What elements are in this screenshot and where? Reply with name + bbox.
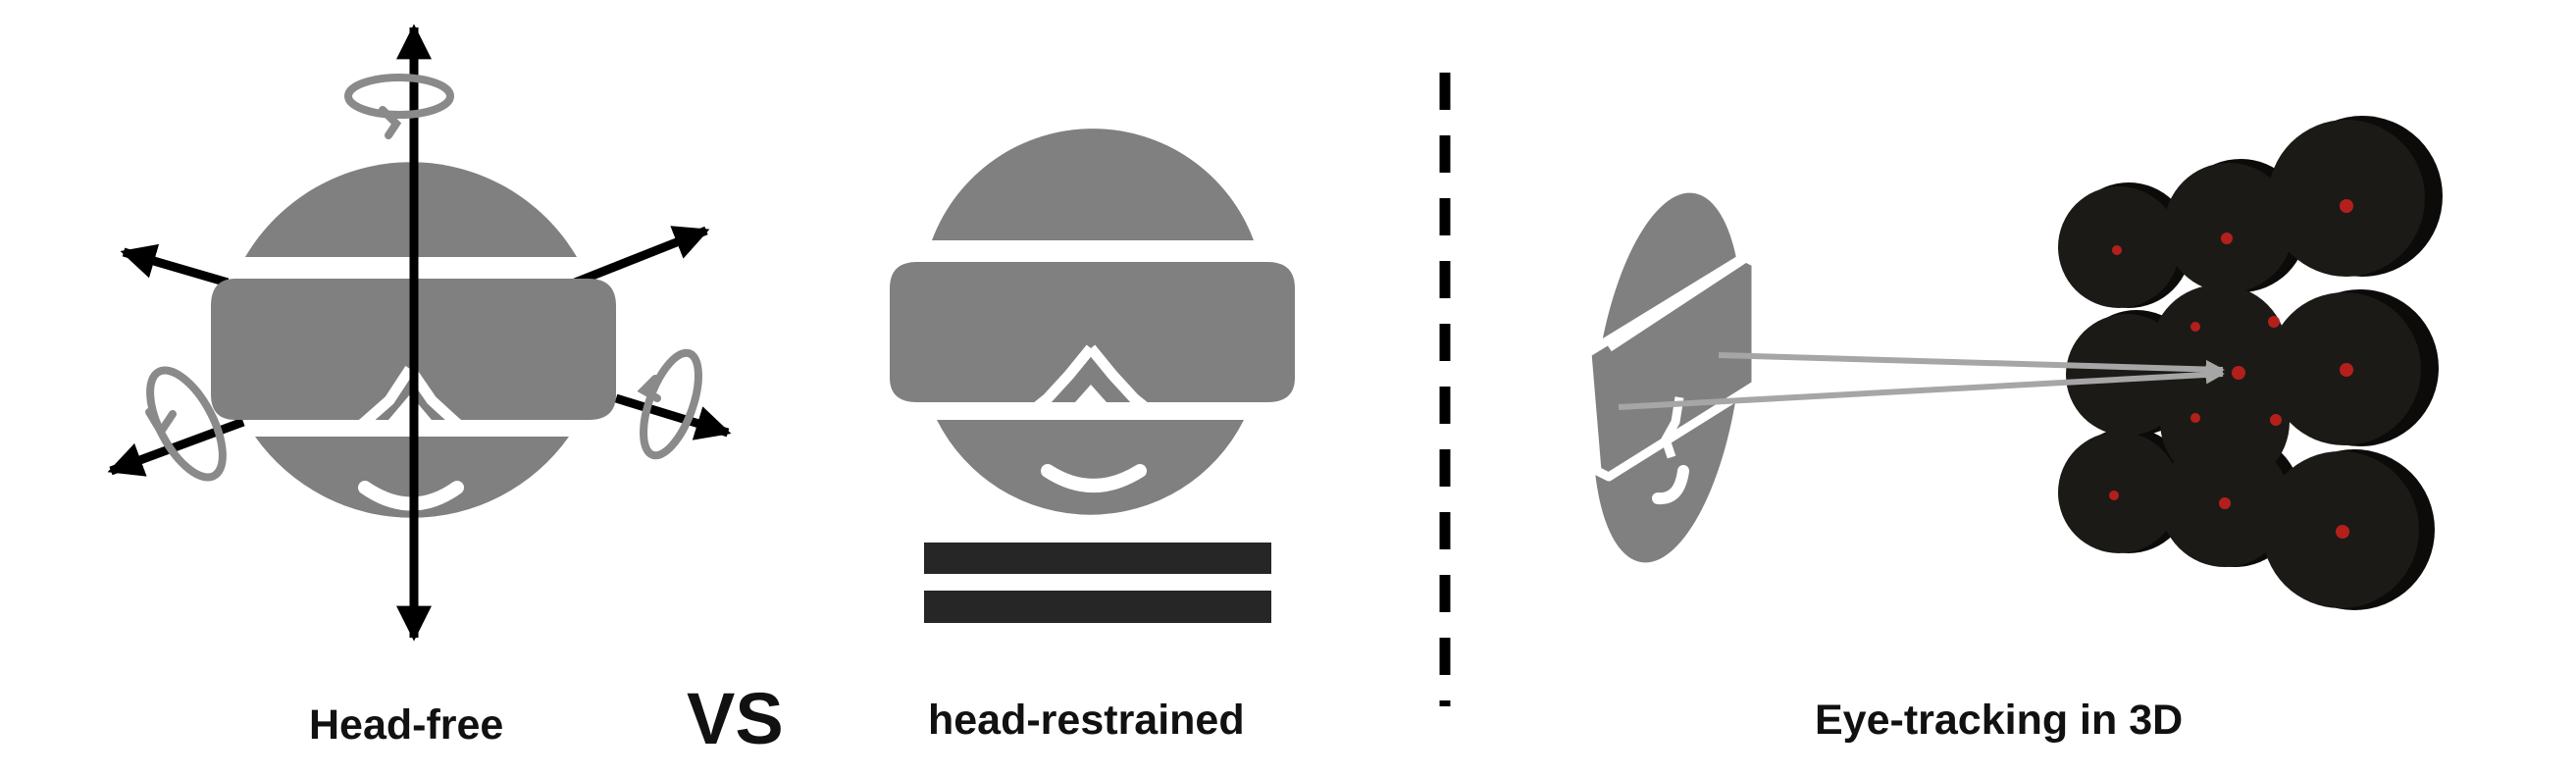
head-free-label: Head-free bbox=[309, 701, 504, 749]
rotation-arrows-icon bbox=[145, 74, 702, 482]
side-profile-head-icon bbox=[1582, 192, 1761, 563]
gaze-rays bbox=[1618, 352, 2225, 410]
versus-label: VS bbox=[687, 678, 784, 759]
restraint-bars bbox=[924, 543, 1271, 623]
sphere-cluster-icon bbox=[2058, 116, 2443, 610]
head-restrained-panel bbox=[890, 129, 1295, 623]
eye-tracking-panel bbox=[1582, 116, 2443, 610]
head-restrained-label: head-restrained bbox=[928, 697, 1245, 744]
vr-headset-head-icon bbox=[890, 129, 1295, 515]
eye-tracking-label: Eye-tracking in 3D bbox=[1815, 697, 2184, 744]
head-free-panel bbox=[107, 24, 732, 642]
